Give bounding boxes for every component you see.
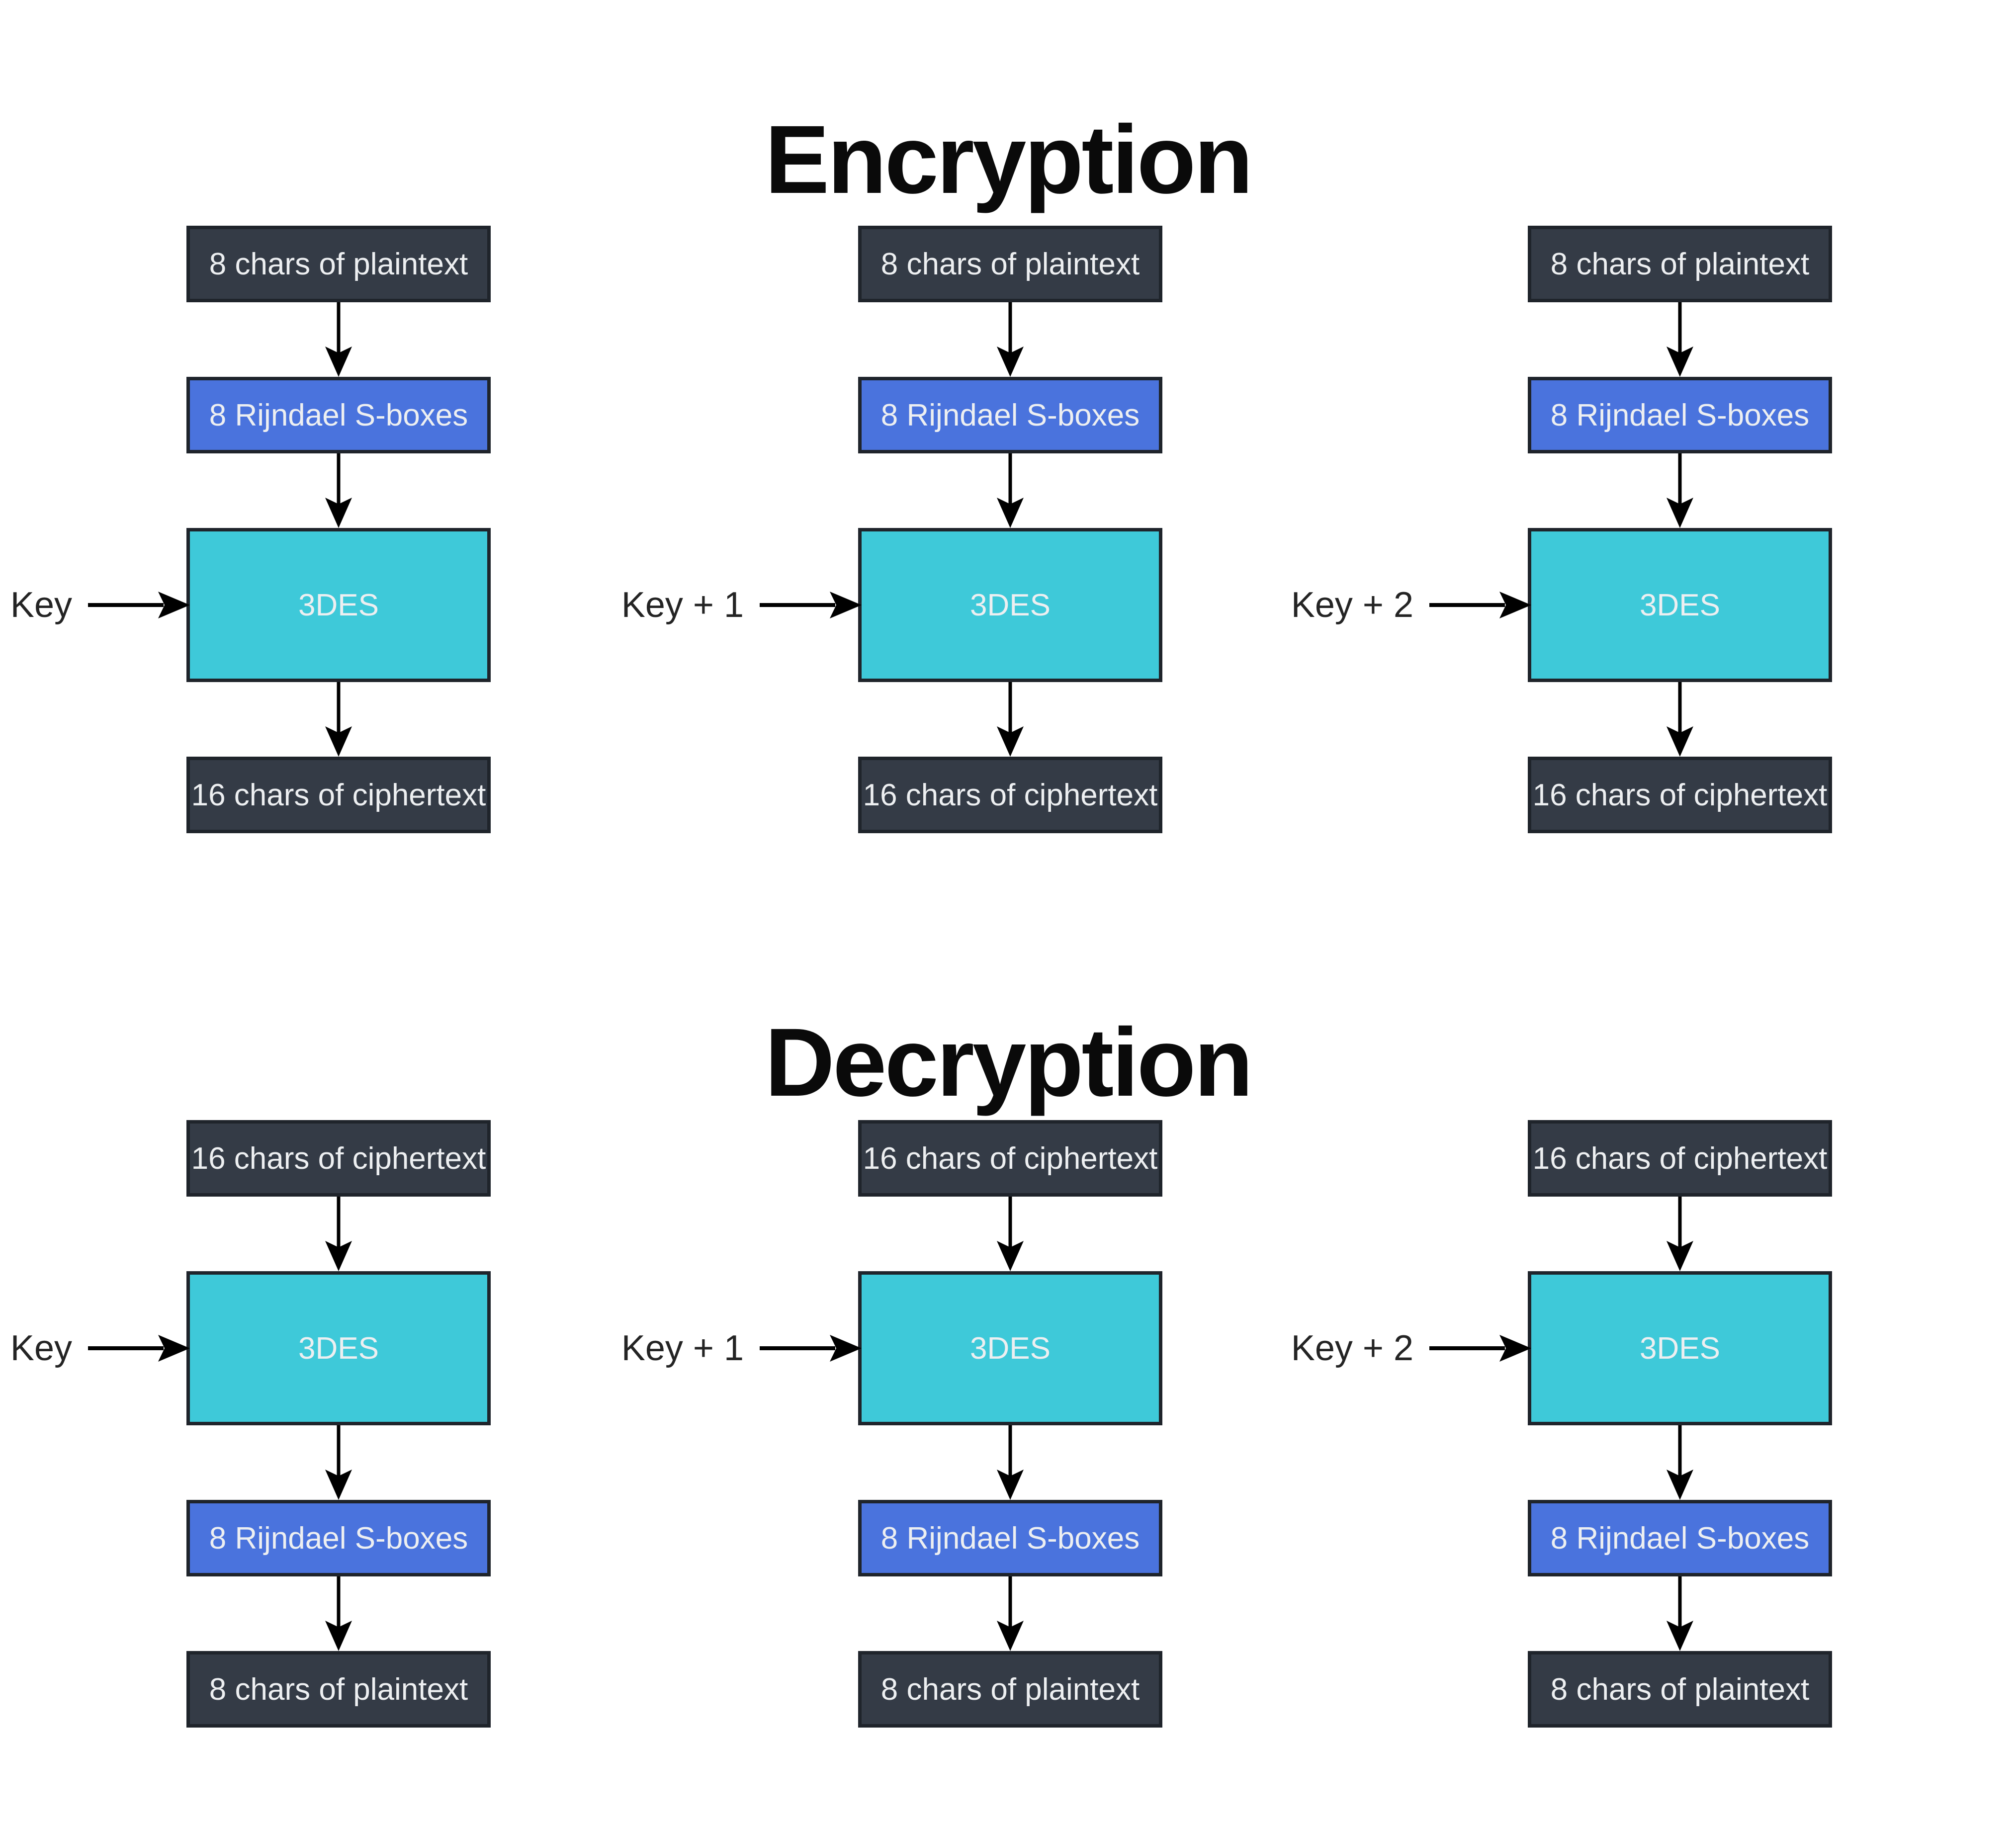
key-input-group: Key xyxy=(10,585,190,625)
plaintext-box: 8 chars of plaintext xyxy=(1528,226,1832,302)
key-input-group: Key + 1 xyxy=(621,1328,862,1369)
plaintext-box: 8 chars of plaintext xyxy=(858,1651,1162,1728)
box-label: 8 Rijndael S-boxes xyxy=(1550,398,1810,433)
box-label: 3DES xyxy=(1640,1331,1720,1366)
box-label: 16 chars of ciphertext xyxy=(1532,778,1828,812)
rijndael-sboxes-box: 8 Rijndael S-boxes xyxy=(858,1500,1162,1576)
down-arrow-icon xyxy=(325,682,352,757)
plaintext-box: 8 chars of plaintext xyxy=(858,226,1162,302)
down-arrow-icon xyxy=(325,302,352,377)
key-input-group: Key + 2 xyxy=(1291,585,1531,625)
down-arrow-icon xyxy=(1666,302,1693,377)
decryption-flow: 16 chars of ciphertext 3DES Key 8 Rijnda… xyxy=(0,1120,2016,1741)
down-arrow-icon xyxy=(997,1197,1024,1271)
box-label: 8 chars of plaintext xyxy=(209,1672,468,1707)
key-input-group: Key xyxy=(10,1328,190,1369)
box-label: 8 chars of plaintext xyxy=(209,247,468,281)
box-label: 8 chars of plaintext xyxy=(880,247,1140,281)
key-arrow-icon xyxy=(88,592,190,618)
rijndael-sboxes-box: 8 Rijndael S-boxes xyxy=(186,1500,491,1576)
tripledes-box: 3DES Key + 1 xyxy=(621,528,1162,682)
tripledes-box: 3DES Key xyxy=(10,1271,491,1425)
tripledes-box: 3DES Key + 1 xyxy=(621,1271,1162,1425)
down-arrow-icon xyxy=(325,1576,352,1651)
down-arrow-icon xyxy=(1666,682,1693,757)
down-arrow-icon xyxy=(325,453,352,528)
box-label: 8 chars of plaintext xyxy=(880,1672,1140,1707)
encryption-column-1: 8 chars of plaintext 8 Rijndael S-boxes … xyxy=(10,226,491,833)
ciphertext-box: 16 chars of ciphertext xyxy=(1528,757,1832,833)
down-arrow-icon xyxy=(1666,453,1693,528)
box-label: 16 chars of ciphertext xyxy=(191,1141,486,1176)
down-arrow-icon xyxy=(1666,1425,1693,1500)
key-input-group: Key + 1 xyxy=(621,585,862,625)
key-arrow-icon xyxy=(88,1335,190,1362)
ciphertext-box: 16 chars of ciphertext xyxy=(186,1120,491,1197)
encryption-flow: 8 chars of plaintext 8 Rijndael S-boxes … xyxy=(0,226,2016,847)
key-label: Key xyxy=(10,585,72,625)
key-label: Key xyxy=(10,1328,72,1368)
box-label: 8 Rijndael S-boxes xyxy=(1550,1521,1810,1556)
key-arrow-icon xyxy=(760,592,862,618)
box-label: 3DES xyxy=(970,588,1051,622)
tripledes-box: 3DES Key + 2 xyxy=(1291,528,1832,682)
box-label: 8 Rijndael S-boxes xyxy=(209,398,468,433)
box-label: 3DES xyxy=(1640,588,1720,622)
box-label: 16 chars of ciphertext xyxy=(863,778,1158,812)
key-input-group: Key + 2 xyxy=(1291,1328,1531,1369)
box-label: 3DES xyxy=(298,588,379,622)
box-label: 16 chars of ciphertext xyxy=(863,1141,1158,1176)
box-label: 3DES xyxy=(298,1331,379,1366)
ciphertext-box: 16 chars of ciphertext xyxy=(858,757,1162,833)
down-arrow-icon xyxy=(997,682,1024,757)
down-arrow-icon xyxy=(997,302,1024,377)
box-label: 8 Rijndael S-boxes xyxy=(880,398,1140,433)
plaintext-box: 8 chars of plaintext xyxy=(1528,1651,1832,1728)
rijndael-sboxes-box: 8 Rijndael S-boxes xyxy=(186,377,491,453)
down-arrow-icon xyxy=(997,1425,1024,1500)
tripledes-box: 3DES Key xyxy=(10,528,491,682)
decryption-column-3: 16 chars of ciphertext 3DES Key + 2 8 Ri… xyxy=(1291,1120,1832,1728)
down-arrow-icon xyxy=(1666,1576,1693,1651)
ciphertext-box: 16 chars of ciphertext xyxy=(1528,1120,1832,1197)
ciphertext-box: 16 chars of ciphertext xyxy=(858,1120,1162,1197)
plaintext-box: 8 chars of plaintext xyxy=(186,1651,491,1728)
box-label: 8 chars of plaintext xyxy=(1550,247,1810,281)
key-label: Key + 2 xyxy=(1291,1328,1413,1368)
tripledes-box: 3DES Key + 2 xyxy=(1291,1271,1832,1425)
rijndael-sboxes-box: 8 Rijndael S-boxes xyxy=(1528,1500,1832,1576)
box-label: 16 chars of ciphertext xyxy=(1532,1141,1828,1176)
key-arrow-icon xyxy=(1429,592,1531,618)
key-label: Key + 1 xyxy=(621,585,744,625)
rijndael-sboxes-box: 8 Rijndael S-boxes xyxy=(858,377,1162,453)
rijndael-sboxes-box: 8 Rijndael S-boxes xyxy=(1528,377,1832,453)
key-label: Key + 2 xyxy=(1291,585,1413,625)
decryption-column-2: 16 chars of ciphertext 3DES Key + 1 8 Ri… xyxy=(621,1120,1162,1728)
down-arrow-icon xyxy=(325,1425,352,1500)
decryption-column-1: 16 chars of ciphertext 3DES Key 8 Rijnda… xyxy=(10,1120,491,1728)
down-arrow-icon xyxy=(325,1197,352,1271)
decryption-title: Decryption xyxy=(765,1008,1253,1117)
box-label: 8 chars of plaintext xyxy=(1550,1672,1810,1707)
plaintext-box: 8 chars of plaintext xyxy=(186,226,491,302)
encryption-title: Encryption xyxy=(765,105,1253,214)
key-arrow-icon xyxy=(760,1335,862,1362)
box-label: 8 Rijndael S-boxes xyxy=(880,1521,1140,1556)
encryption-column-2: 8 chars of plaintext 8 Rijndael S-boxes … xyxy=(621,226,1162,833)
box-label: 3DES xyxy=(970,1331,1051,1366)
ciphertext-box: 16 chars of ciphertext xyxy=(186,757,491,833)
encryption-column-3: 8 chars of plaintext 8 Rijndael S-boxes … xyxy=(1291,226,1832,833)
down-arrow-icon xyxy=(997,453,1024,528)
key-arrow-icon xyxy=(1429,1335,1531,1362)
down-arrow-icon xyxy=(997,1576,1024,1651)
box-label: 16 chars of ciphertext xyxy=(191,778,486,812)
key-label: Key + 1 xyxy=(621,1328,744,1368)
down-arrow-icon xyxy=(1666,1197,1693,1271)
box-label: 8 Rijndael S-boxes xyxy=(209,1521,468,1556)
